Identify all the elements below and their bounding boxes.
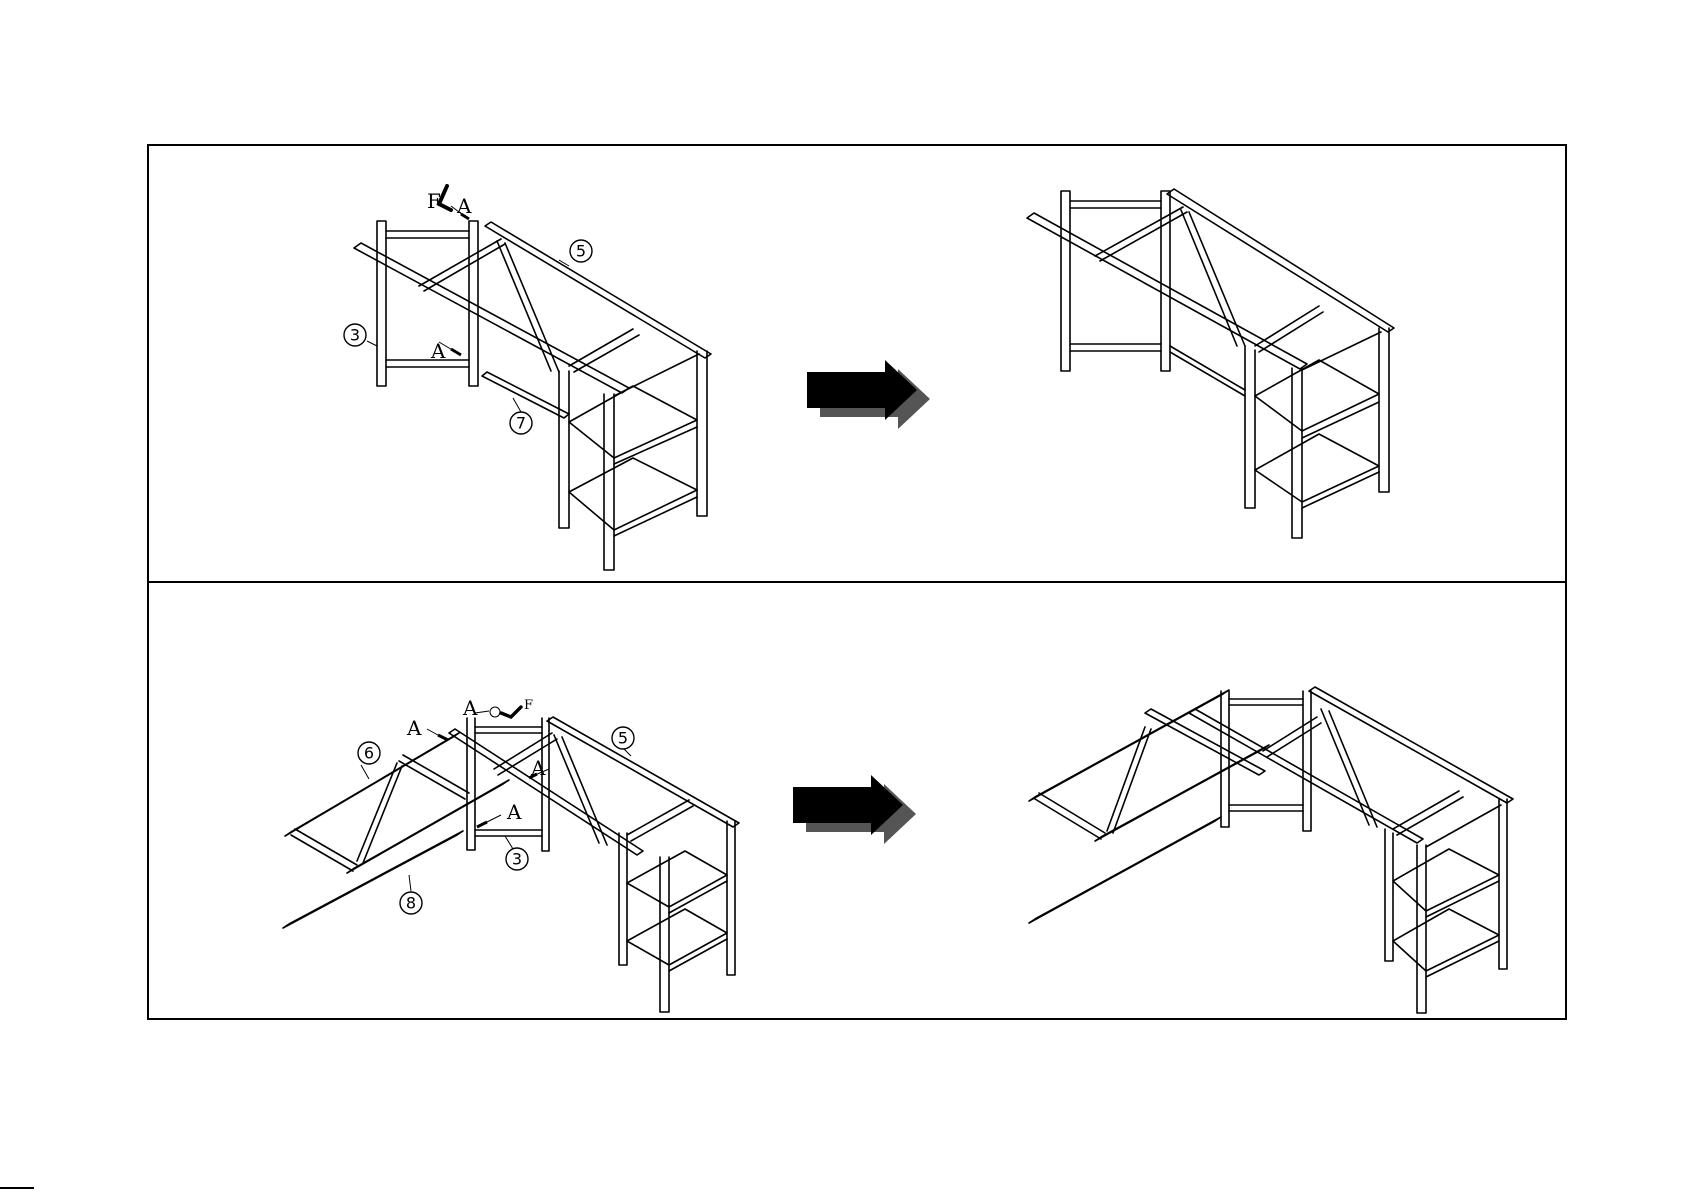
desk-top-frame <box>419 222 711 372</box>
svg-text:3: 3 <box>512 850 522 869</box>
callout-part-5: 5 <box>570 240 592 262</box>
svg-text:8: 8 <box>406 894 416 913</box>
svg-text:6: 6 <box>364 744 374 763</box>
screw-label: A <box>530 756 546 780</box>
shelf-unit <box>559 351 707 570</box>
wrench-label: F <box>427 189 441 213</box>
instruction-frame: F A A 3 5 7 <box>147 144 1567 1020</box>
wrench-label: F <box>524 698 533 713</box>
screw-label: A <box>430 339 446 363</box>
shelf-unit <box>619 800 735 1012</box>
step-1-exploded-view: F A A 3 5 7 <box>344 186 711 570</box>
page-footer-mark <box>0 1183 200 1192</box>
right-arrow-icon <box>807 360 930 429</box>
screw-label: A <box>462 696 478 720</box>
side-panel-frame <box>377 221 478 386</box>
callout-part-6: 6 <box>358 742 380 764</box>
step-2-exploded-view: F A A A A 6 5 3 8 <box>283 696 739 1012</box>
svg-text:3: 3 <box>350 326 360 345</box>
step-2-assembled-view <box>1029 687 1513 1013</box>
allen-wrench-icon <box>490 707 521 717</box>
callout-part-3: 3 <box>344 324 366 346</box>
step-1-assembled-view <box>1027 189 1394 538</box>
lower-rail <box>482 372 569 418</box>
screw-label: A <box>456 194 472 218</box>
svg-text:7: 7 <box>516 414 526 433</box>
svg-text:5: 5 <box>618 729 628 748</box>
step-2-panel: F A A A A 6 5 3 8 <box>149 583 1565 1020</box>
callout-part-3: 3 <box>506 848 528 870</box>
step-1-panel: F A A 3 5 7 <box>149 146 1565 581</box>
callout-part-7: 7 <box>510 412 532 434</box>
front-long-beam <box>354 243 629 393</box>
callout-part-5: 5 <box>612 727 634 749</box>
right-arrow-icon <box>793 775 916 844</box>
footer-rule <box>0 1187 34 1189</box>
screw-label: A <box>506 800 522 824</box>
screw-label: A <box>406 716 422 740</box>
callout-part-8: 8 <box>400 892 422 914</box>
side-panel-frame <box>467 718 549 851</box>
svg-text:5: 5 <box>576 242 586 261</box>
